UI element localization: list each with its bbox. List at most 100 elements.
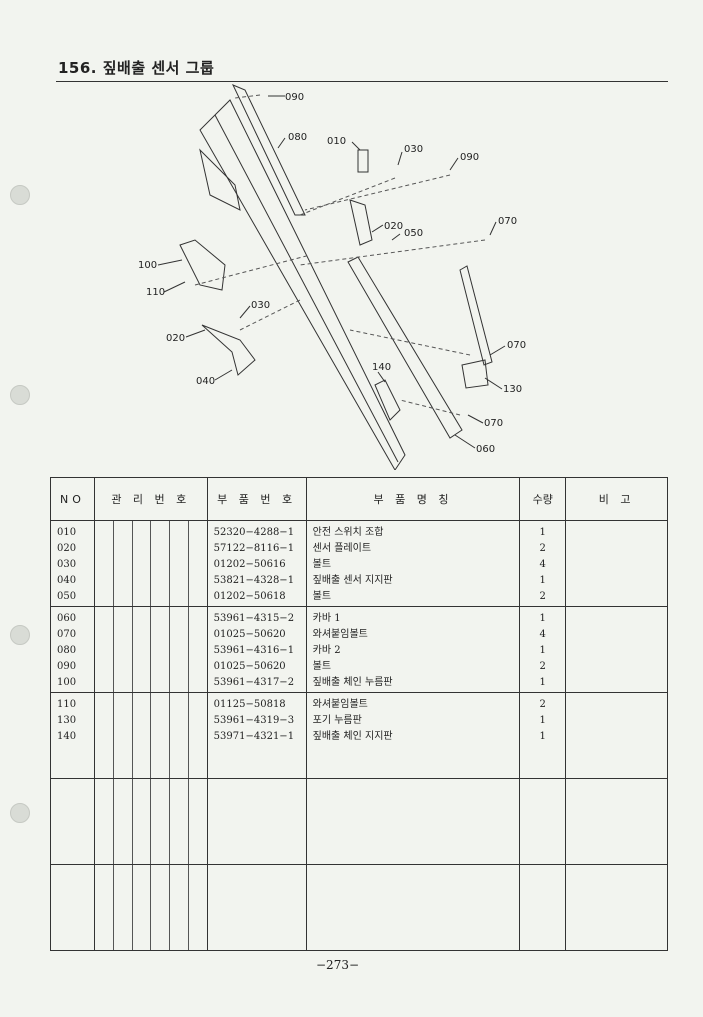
cell-name: 볼트 [312,559,332,570]
binder-hole [10,185,30,205]
cell-name: 카바 1 [312,613,341,624]
cell-no: 010 [57,527,77,538]
cell-qty: 1 [539,731,546,742]
callout-020: 020 [166,333,185,344]
cell-part-no: 53961−4317−2 [213,677,295,688]
cell-qty: 1 [539,613,546,624]
main-frame [199,99,406,470]
callout-040: 040 [196,376,215,387]
binder-hole [10,385,30,405]
cell-no: 100 [57,677,77,688]
safety-switch [357,149,369,173]
cell-qty: 4 [539,629,546,640]
part-no-cell [206,778,307,865]
cell-part-no: 53961−4316−1 [213,645,295,656]
callout-090: 090 [460,152,479,163]
callout-130: 130 [503,384,522,395]
callout-080: 080 [288,132,307,143]
cell-qty: 1 [539,575,546,586]
cell-no: 040 [57,575,77,586]
remark-cell [565,864,668,951]
cell-name: 볼트 [312,661,332,672]
cell-name: 와셔붙임볼트 [312,699,368,710]
cell-qty: 2 [539,661,546,672]
mgmt-no-cell [93,606,208,693]
cell-qty: 4 [539,559,546,570]
cell-part-no: 53961−4319−3 [213,715,295,726]
callout-140: 140 [372,362,391,373]
callout-020: 020 [384,221,403,232]
cell-no: 080 [57,645,77,656]
callout-060: 060 [476,444,495,455]
cell-qty: 2 [539,591,546,602]
mgmt-no-cell [93,692,208,779]
callout-110: 110 [146,287,165,298]
table-row-group [50,778,668,865]
cell-no: 130 [57,715,77,726]
remark-cell [565,778,668,865]
exploded-parts-diagram: 090 080 010 030 090 020 050 070 100 110 … [138,84,526,470]
cell-no: 060 [57,613,77,624]
chain-press-plate [179,239,226,291]
cell-part-no: 01125−50818 [213,699,286,710]
callout-070: 070 [507,340,526,351]
cell-name: 포기 누름판 [312,715,362,726]
straw-press-plate [459,265,493,366]
header-no: NO [50,477,95,521]
cell-no: 090 [57,661,77,672]
name-cell [305,864,521,951]
mgmt-no-cell [93,778,208,865]
cell-qty: 1 [539,527,546,538]
table-row-group [50,864,668,951]
cell-part-no: 01025−50620 [213,661,286,672]
header-part-no: 부 품 번 호 [206,477,307,521]
header-part-name: 부 품 명 칭 [305,477,521,521]
cell-name: 짚배출 체인 누름판 [312,677,393,688]
binder-hole [10,625,30,645]
remark-cell [565,520,668,607]
cell-no: 070 [57,629,77,640]
callout-030: 030 [404,144,423,155]
cover-1 [347,256,463,439]
cell-no: 020 [57,543,77,554]
part-no-cell [206,864,307,951]
sensor-support [201,324,256,376]
cell-qty: 1 [539,715,546,726]
cell-part-no: 53961−4315−2 [213,613,295,624]
cell-name: 짚배출 체인 지지판 [312,731,393,742]
qty-cell [519,864,567,951]
cell-part-no: 01025−50620 [213,629,286,640]
cell-no: 050 [57,591,77,602]
callout-010: 010 [327,136,346,147]
remark-cell [565,692,668,779]
cell-name: 센서 플레이트 [312,543,372,554]
callout-090: 090 [285,92,304,103]
callout-100: 100 [138,260,157,271]
cell-part-no: 01202−50616 [213,559,286,570]
header-mgmt-no: 관 리 번 호 [93,477,208,521]
part-no-cell: 53961−4315−2 01025−50620 53961−4316−1 01025… [206,606,307,693]
remark-cell [565,606,668,693]
chain-support [374,379,401,421]
cover-2 [231,84,306,216]
sensor-plate-upper [349,199,373,246]
page-number: −273− [316,958,360,972]
cell-part-no: 53971−4321−1 [213,731,295,742]
cell-name: 짚배출 센서 지지판 [312,575,393,586]
cell-name: 볼트 [312,591,332,602]
mgmt-no-cell [93,520,208,607]
callout-070: 070 [484,418,503,429]
cell-qty: 1 [539,645,546,656]
no-cell [50,778,95,865]
cell-qty: 1 [539,677,546,688]
header-remark: 비 고 [565,477,668,521]
qty-cell [519,778,567,865]
cell-part-no: 52320−4288−1 [213,527,295,538]
title-rule [56,81,668,82]
qty-cell: 1 4 1 2 1 [519,606,567,693]
